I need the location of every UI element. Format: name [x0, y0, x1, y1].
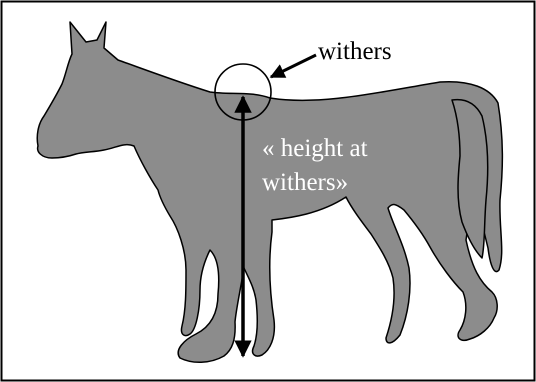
withers-label: withers: [318, 38, 392, 65]
height-label-line1: « height at: [262, 135, 368, 162]
height-label-line2: withers»: [262, 169, 348, 196]
